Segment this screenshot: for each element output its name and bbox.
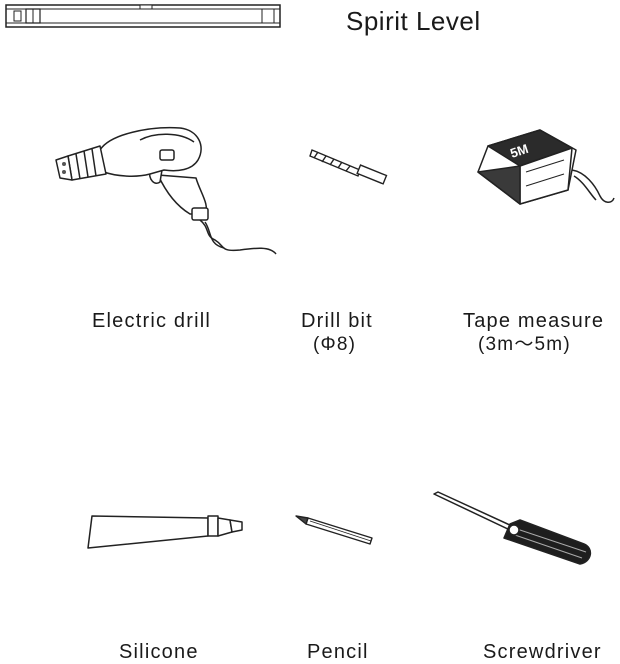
pencil-label: Pencil xyxy=(307,641,369,663)
silicone-label: Silicone xyxy=(119,641,199,663)
electric-drill-label: Electric drill xyxy=(92,310,212,332)
spirit-level-label: Spirit Level xyxy=(346,6,481,36)
tape-measure-spec: (3m～5m) xyxy=(478,334,571,355)
drill-bit-label: Drill bit xyxy=(301,310,373,332)
drill-bit-spec: (Φ8) xyxy=(313,334,357,355)
tape-measure-badge: 5M xyxy=(508,141,530,161)
spirit-level-icon xyxy=(0,0,290,40)
tape-measure-label: Tape measure xyxy=(463,310,605,332)
screwdriver-label: Screwdriver xyxy=(483,641,602,663)
